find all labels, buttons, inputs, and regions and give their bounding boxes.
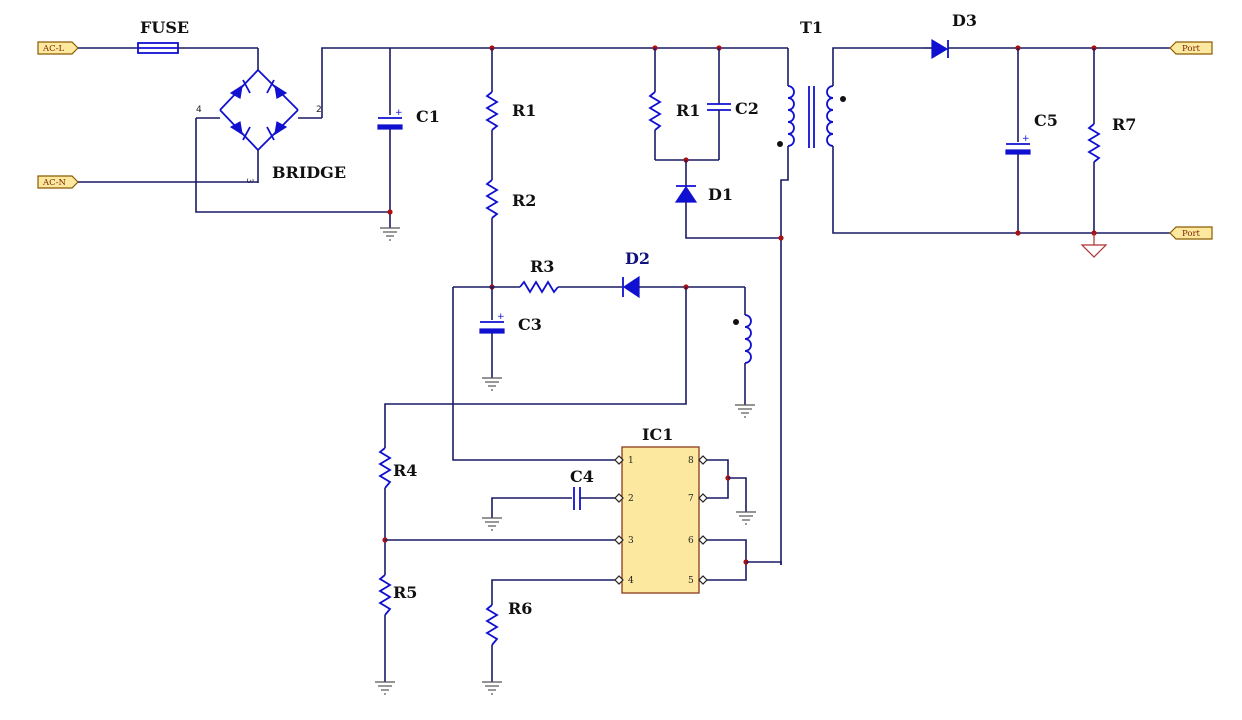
capacitor-c5: + C5 [1005, 48, 1058, 233]
port-out-top-label: Port [1182, 44, 1201, 54]
port-ac-l-label: AC-L [42, 44, 65, 54]
d2-label: D2 [625, 249, 650, 268]
ic1-label: IC1 [642, 425, 673, 444]
port-ac-n: AC-N [37, 175, 79, 189]
r3-label: R3 [530, 257, 554, 276]
ground-ic1-pins-7-8 [736, 511, 756, 525]
port-ac-l: AC-L [37, 41, 79, 55]
svg-text:+: + [1022, 134, 1030, 144]
bridge-pin-3: 3 [244, 178, 254, 184]
c4-label: C4 [570, 467, 594, 486]
ground-r6 [482, 681, 502, 695]
diode-d3: D3 [931, 11, 1170, 60]
d3-label: D3 [952, 11, 977, 30]
r1-snubber-label: R1 [676, 101, 700, 120]
bridge-pin-2: 2 [316, 105, 322, 115]
ic1-pin-7: 7 [688, 494, 694, 504]
r1-label: R1 [512, 101, 536, 120]
ic1-pin-6: 6 [688, 536, 694, 546]
port-out-bottom-label: Port [1182, 229, 1201, 239]
resistor-r1: R1 [485, 48, 536, 180]
bridge-rectifier: 4 2 3 BRIDGE [196, 48, 346, 184]
resistor-r2: R2 [485, 179, 536, 287]
resistor-r4: R4 [378, 447, 417, 575]
ground-r5 [375, 681, 395, 695]
ic1-pin-4: 4 [628, 576, 634, 586]
ground-c4 [482, 517, 502, 531]
capacitor-c1: + C1 [377, 48, 440, 228]
bridge-label: BRIDGE [272, 163, 346, 182]
ic1: IC1 1 2 3 4 8 7 6 5 [614, 425, 708, 594]
ic1-pin-8: 8 [688, 456, 694, 466]
snubber-resistor-r1: R1 [648, 48, 700, 160]
r4-label: R4 [393, 461, 417, 480]
ground-c1 [380, 227, 400, 241]
ic1-pin-3: 3 [628, 536, 634, 546]
r7-label: R7 [1112, 115, 1136, 134]
port-output-bottom: Port [1169, 226, 1213, 240]
ground-c3 [482, 377, 502, 391]
d1-label: D1 [708, 185, 733, 204]
port-ac-n-label: AC-N [42, 178, 67, 188]
svg-text:+: + [497, 312, 505, 322]
resistor-r7: R7 [1087, 48, 1136, 233]
t1-label: T1 [800, 18, 823, 37]
ic1-pin-1: 1 [628, 456, 634, 466]
c5-label: C5 [1034, 111, 1058, 130]
r6-label: R6 [508, 599, 532, 618]
capacitor-c4: C4 [491, 467, 615, 518]
diode-d2: D2 [622, 249, 745, 299]
auxiliary-winding [733, 287, 752, 405]
r2-label: R2 [512, 191, 536, 210]
resistor-r3: R3 [519, 257, 622, 294]
port-output-top: Port [1169, 41, 1213, 55]
transformer-t1: T1 [777, 18, 1018, 565]
ground-aux-winding [735, 404, 755, 418]
bridge-pin-4: 4 [196, 105, 202, 115]
r5-label: R5 [393, 583, 417, 602]
ic1-pin-2: 2 [628, 494, 634, 504]
svg-text:+: + [395, 108, 403, 118]
resistor-r5: R5 [378, 574, 417, 682]
fuse-label: FUSE [140, 18, 189, 37]
fuse: FUSE [78, 18, 258, 54]
ic1-pin-5: 5 [688, 576, 694, 586]
c2-label: C2 [735, 99, 759, 118]
resistor-r6: R6 [485, 579, 615, 682]
diode-d1: D1 [674, 160, 781, 239]
c1-label: C1 [416, 107, 440, 126]
capacitor-c2: C2 [707, 48, 759, 160]
c3-label: C3 [518, 315, 542, 334]
capacitor-c3: + C3 [479, 287, 542, 378]
signal-ground-output [1080, 233, 1108, 258]
